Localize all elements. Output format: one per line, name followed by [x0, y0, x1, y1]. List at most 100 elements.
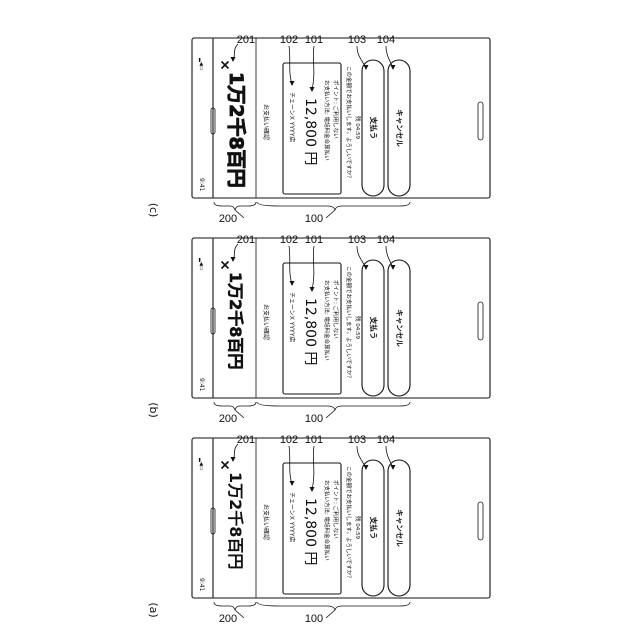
- brace-dialog: [257, 402, 410, 410]
- ref-100: 100: [305, 213, 323, 225]
- ref-103: 103: [348, 434, 366, 446]
- ref-201: 201: [237, 434, 255, 446]
- ref-102: 102: [280, 434, 298, 446]
- leader-201-head: [231, 257, 236, 262]
- ref-101: 101: [305, 234, 323, 246]
- ref-103: 103: [348, 234, 366, 246]
- leader-101: [312, 246, 314, 290]
- status-time: 9:41: [198, 178, 205, 192]
- cancel-button-label: キャンセル: [395, 309, 404, 347]
- timer: 残 04:59: [354, 316, 362, 340]
- payment-amount: 12,800 円: [302, 298, 318, 365]
- payment-method: お支払い方法: 電話料金合算払い: [323, 80, 331, 161]
- status-icons: ▂◀▭: [198, 257, 204, 271]
- timer: 残 04:59: [354, 516, 362, 540]
- big-amount: 1万2千8百円: [226, 272, 245, 369]
- close-icon[interactable]: [222, 462, 229, 469]
- leader-102: [289, 446, 292, 484]
- panel-caption: (a): [147, 602, 160, 617]
- ref-201: 201: [237, 234, 255, 246]
- ref-102: 102: [280, 234, 298, 246]
- leader-103-head: [364, 465, 369, 470]
- leader-102: [289, 246, 292, 284]
- payment-method: お支払い方法: 電話料金合算払い: [323, 480, 331, 561]
- pay-button-label: 支払う: [369, 316, 379, 340]
- brace-screen: [214, 602, 256, 610]
- pay-button-label: 支払う: [369, 516, 379, 540]
- leader-103: [357, 246, 366, 268]
- panel-0: 9:41 ▂◀▭ 1万2千8百円 お支払い確認 チェーンX YYYY店 12,800 円お…: [147, 434, 490, 625]
- confirm-question: この金額でお支払いします。よろしいですか？: [345, 466, 353, 581]
- merchant-name: チェーンX YYYY店: [288, 492, 296, 542]
- pay-button[interactable]: 支払う: [362, 260, 384, 396]
- leader-101-head: [310, 287, 315, 292]
- pay-button-label: 支払う: [369, 116, 379, 140]
- leader-104-head: [391, 265, 396, 270]
- payment-method: お支払い方法: 電話料金合算払い: [323, 280, 331, 361]
- leader-101: [312, 46, 314, 90]
- cancel-button[interactable]: キャンセル: [388, 260, 410, 396]
- points-usage: ポイント: ご利用しない: [332, 480, 340, 539]
- leader-104-head: [391, 65, 396, 70]
- pay-button[interactable]: 支払う: [362, 460, 384, 596]
- cancel-button[interactable]: キャンセル: [388, 460, 410, 596]
- leader-100: [326, 210, 335, 218]
- panel-caption: (b): [147, 402, 160, 418]
- ref-200: 200: [219, 613, 237, 625]
- home-indicator: [478, 502, 483, 540]
- ref-102: 102: [280, 34, 298, 46]
- big-amount: 1万2千8百円: [225, 72, 247, 188]
- merchant-name: チェーンX YYYY店: [288, 92, 296, 142]
- ref-100: 100: [305, 613, 323, 625]
- status-time: 9:41: [198, 578, 205, 592]
- status-icons: ▂◀▭: [198, 457, 204, 471]
- ref-104: 104: [377, 34, 395, 46]
- payment-amount: 12,800 円: [302, 498, 318, 565]
- cancel-button-label: キャンセル: [395, 109, 404, 147]
- status-icons: ▂◀▭: [198, 57, 204, 71]
- ref-101: 101: [305, 34, 323, 46]
- confirm-question: この金額でお支払いします。よろしいですか？: [345, 66, 353, 181]
- brace-screen: [214, 202, 256, 210]
- leader-102-head: [290, 81, 295, 86]
- brace-screen: [214, 402, 256, 410]
- leader-101: [312, 446, 314, 490]
- home-indicator: [478, 102, 483, 140]
- ref-104: 104: [377, 234, 395, 246]
- ref-101: 101: [305, 434, 323, 446]
- pay-button[interactable]: 支払う: [362, 60, 384, 196]
- panel-caption: (c): [147, 203, 160, 218]
- dialog-title: お支払い確認: [262, 504, 270, 540]
- leader-101-head: [310, 487, 315, 492]
- points-usage: ポイント: ご利用しない: [332, 80, 340, 139]
- brace-dialog: [257, 602, 410, 610]
- leader-201-head: [231, 57, 236, 62]
- dialog-title: お支払い確認: [262, 104, 270, 140]
- points-usage: ポイント: ご利用しない: [332, 280, 340, 339]
- dialog-title: お支払い確認: [262, 304, 270, 340]
- leader-104-head: [391, 465, 396, 470]
- ref-200: 200: [219, 413, 237, 425]
- leader-102-head: [290, 281, 295, 286]
- ref-100: 100: [305, 413, 323, 425]
- cancel-button[interactable]: キャンセル: [388, 60, 410, 196]
- leader-201-head: [231, 457, 236, 462]
- leader-103: [357, 46, 366, 68]
- leader-103-head: [364, 65, 369, 70]
- leader-103-head: [364, 265, 369, 270]
- close-icon[interactable]: [222, 62, 229, 69]
- confirm-question: この金額でお支払いします。よろしいですか？: [345, 266, 353, 381]
- timer: 残 04:59: [354, 116, 362, 140]
- ref-201: 201: [237, 34, 255, 46]
- ref-103: 103: [348, 34, 366, 46]
- leader-103: [357, 446, 366, 468]
- close-icon[interactable]: [222, 262, 229, 269]
- home-indicator: [478, 302, 483, 340]
- panel-1: 9:41▂◀▭1万2千8百円お支払い確認チェーンX YYYY店12,800 円お…: [147, 234, 490, 425]
- leader-102-head: [290, 481, 295, 486]
- merchant-name: チェーンX YYYY店: [288, 292, 296, 342]
- big-amount: 1万2千8百円: [226, 472, 245, 569]
- ref-200: 200: [219, 213, 237, 225]
- brace-dialog: [257, 202, 410, 210]
